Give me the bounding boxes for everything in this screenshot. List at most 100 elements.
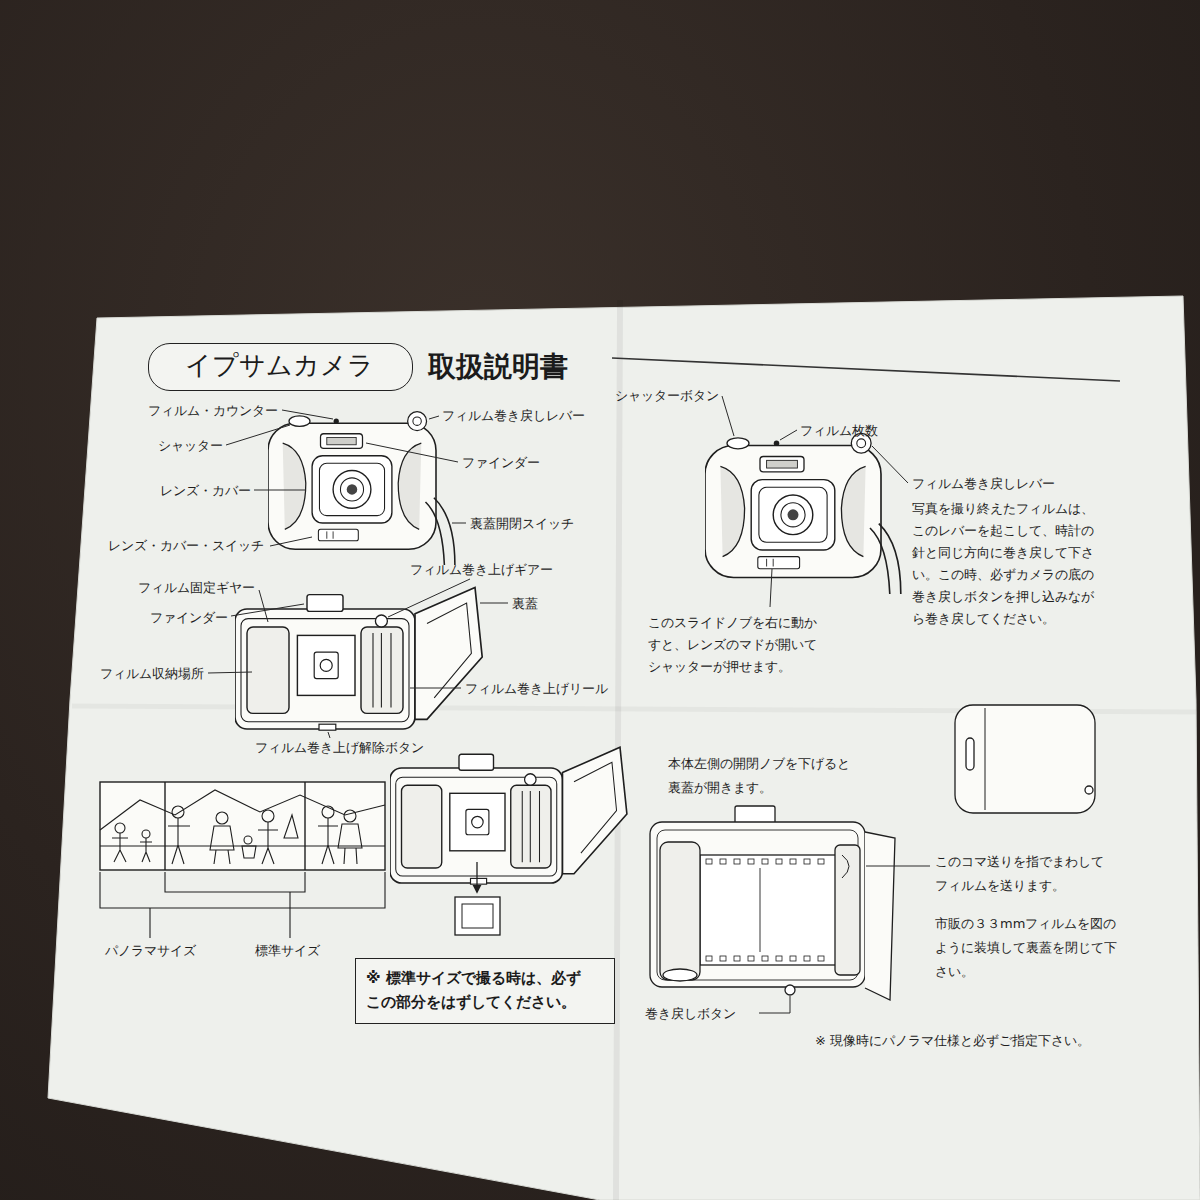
leader-line (388, 579, 470, 617)
panorama-sample-picture (216, 812, 228, 824)
frame-mask-figure (476, 862, 477, 892)
leader-line (866, 866, 930, 867)
camera-front-figure (268, 412, 455, 565)
paper-sheet (48, 296, 1200, 1200)
film-loading-figure (760, 868, 761, 952)
camera-back-figure (955, 705, 1095, 813)
camera-open-figure (390, 747, 627, 884)
panorama-sample-picture (210, 826, 234, 864)
leader-line (254, 490, 306, 491)
camera-front-figure (268, 412, 901, 594)
camera-back-figure (1085, 786, 1093, 794)
film-loading-figure (762, 859, 768, 864)
leader-line (208, 672, 252, 673)
film-loading-figure (660, 842, 700, 980)
panorama-sample-picture (344, 810, 356, 822)
film-loading-figure (706, 956, 712, 961)
leader-line (429, 416, 439, 419)
part-label: 裏蓋 (512, 596, 538, 612)
film-loading-figure (650, 806, 895, 1000)
film-loading-figure (762, 956, 768, 961)
panorama-sample-picture (168, 818, 190, 864)
film-loading-figure (818, 956, 824, 961)
leader-line (270, 537, 312, 546)
leader-line (328, 732, 330, 738)
film-loading-figure (735, 806, 775, 824)
leader-line (452, 523, 466, 524)
leader-line (780, 430, 797, 440)
leader-line (231, 604, 304, 616)
instruction-note: 写真を撮り終えたフィルムは、 このレバーを起こして、時計の 針と同じ方向に巻き戻… (912, 498, 1112, 630)
leader-line (722, 396, 734, 436)
camera-back-figure (955, 705, 1095, 813)
panorama-sample-picture (262, 810, 274, 822)
leader-line (480, 603, 508, 604)
leader-line (759, 996, 790, 1013)
part-label: ※ 現像時にパノラマ仕様と必ずご指定下さい。 (815, 1033, 1090, 1049)
size-bracket (149, 908, 150, 938)
film-loading-figure (663, 969, 697, 981)
film-loading-figure (650, 822, 865, 987)
part-label: 巻き戻しボタン (645, 1006, 736, 1022)
leader-line (226, 425, 290, 445)
panorama-sample-picture (242, 846, 256, 858)
instruction-note: このスライドノブを右に動か すと、レンズのマドが開いて シャッターが押せます。 (648, 612, 833, 678)
panorama-sample-picture (140, 838, 152, 862)
part-label: フィルム巻き上げリール (465, 681, 608, 697)
panorama-sample-picture (100, 782, 385, 870)
film-loading-figure (720, 859, 726, 864)
instruction-note: 本体左側の開閉ノブを下げると 裏蓋が開きます。 (668, 752, 868, 800)
film-loading-figure (790, 859, 796, 864)
part-label: フィルム・カウンター (148, 403, 278, 419)
panorama-sample-picture (100, 782, 385, 870)
film-loading-figure (785, 985, 795, 995)
film-loading-figure (835, 845, 860, 975)
panorama-sample-picture (172, 806, 184, 818)
part-label: フィルム固定ギヤー (138, 580, 255, 596)
leader-line (282, 410, 333, 419)
part-label: レンズ・カバー (160, 483, 251, 499)
part-label: フィルム巻き上げ解除ボタン (255, 740, 424, 756)
instruction-note: 市販の３３mmフィルムを図の ように装填して裏蓋を閉じて下 さい。 (935, 912, 1135, 984)
film-loading-figure (804, 956, 810, 961)
camera-back-figure (985, 708, 986, 810)
film-loading-figure (748, 956, 754, 961)
panorama-sample-picture (284, 815, 298, 838)
leader-line (770, 569, 772, 607)
box-text: ※ 標準サイズで撮る時は、必ず この部分をはずしてください。 (366, 966, 602, 1014)
film-loading-figure (748, 859, 754, 864)
film-loading-figure (734, 956, 740, 961)
leader-line (208, 396, 930, 1013)
frame-mask-figure (455, 862, 500, 935)
part-label: ファインダー (462, 455, 540, 471)
panorama-sample-picture (164, 782, 165, 870)
leader-line (366, 443, 458, 462)
size-bracket (100, 872, 385, 908)
camera-back-figure (966, 738, 974, 770)
panorama-sample-picture (115, 823, 125, 833)
leader-line (259, 590, 268, 622)
leader-line (872, 446, 908, 483)
panorama-sample-picture (258, 822, 278, 864)
film-loading-figure (706, 859, 824, 961)
panorama-sample-picture (322, 806, 334, 818)
part-label: フィルム巻き上げギアー (410, 562, 553, 578)
film-loading-figure (842, 855, 849, 878)
film-loading-figure (657, 830, 858, 980)
frame-mask-figure (462, 904, 493, 928)
film-loading-figure (706, 859, 712, 864)
leader-line (410, 688, 461, 689)
film-loading-figure (700, 855, 840, 965)
size-bracket (289, 892, 290, 938)
part-label: フィルム巻き戻しレバー (442, 408, 585, 424)
panorama-sample-picture (318, 818, 338, 864)
film-loading-figure (790, 956, 796, 961)
part-label: 標準サイズ (255, 943, 320, 959)
film-loading-figure (720, 956, 726, 961)
note-box: ※ 標準サイズで撮る時は、必ず この部分をはずしてください。 (355, 958, 615, 1024)
part-label: フィルム枚数 (800, 423, 878, 439)
size-bracket (165, 872, 305, 892)
part-label: シャッター (158, 438, 223, 454)
part-label: ファインダー (150, 610, 228, 626)
